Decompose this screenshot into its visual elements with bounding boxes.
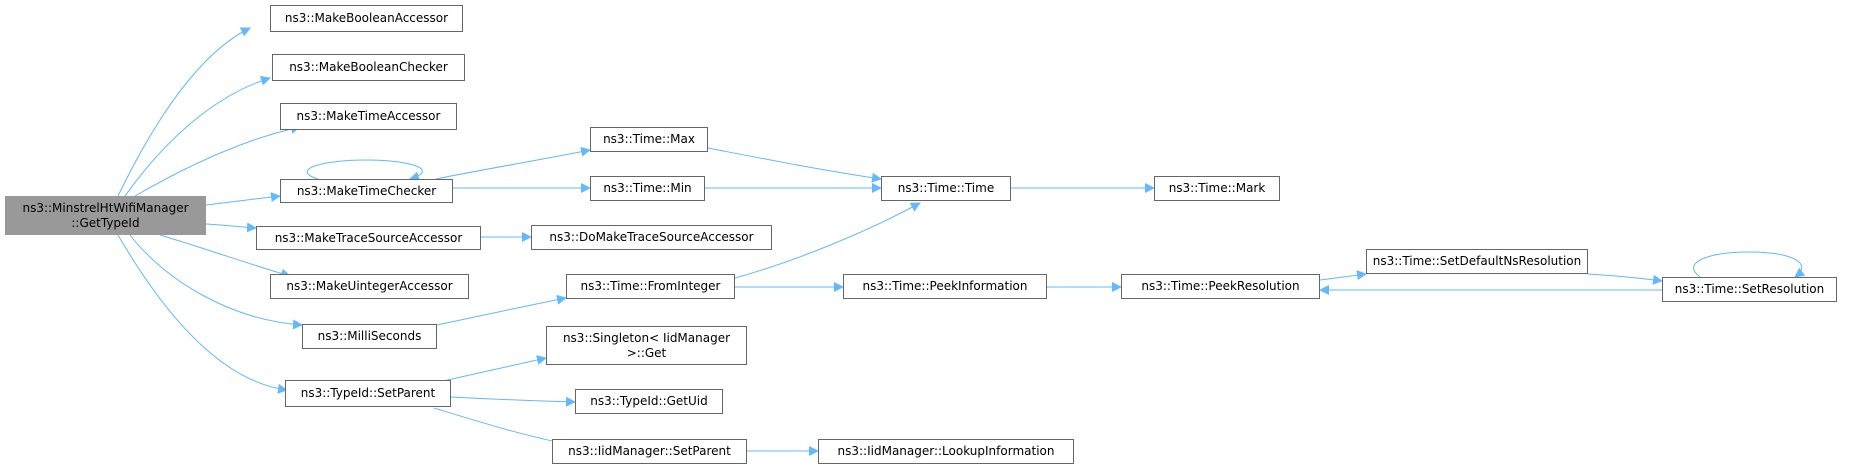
edge-time-set-resolution-self-loop	[1693, 251, 1806, 278]
node-make-time-checker[interactable]: ns3::MakeTimeChecker	[280, 179, 453, 203]
node-time-peek-information[interactable]: ns3::Time::PeekInformation	[843, 274, 1047, 299]
node-label: ns3::Time::SetResolution	[1674, 282, 1825, 296]
node-label: ns3::Time::Time	[897, 181, 995, 195]
node-time-time[interactable]: ns3::Time::Time	[881, 176, 1011, 201]
edge-time-max-to-time-time	[707, 147, 882, 183]
node-label: ns3::Time::Min	[603, 181, 692, 195]
node-typeid-set-parent[interactable]: ns3::TypeId::SetParent	[285, 380, 451, 407]
node-label: ns3::Time::SetDefaultNsResolution	[1372, 254, 1582, 268]
node-make-trace-source-accessor[interactable]: ns3::MakeTraceSourceAccessor	[256, 226, 481, 250]
node-label: ns3::Time::Max	[603, 132, 695, 146]
node-label: ns3::MakeTimeChecker	[296, 183, 437, 198]
node-label-line-2: >::Get	[626, 345, 667, 360]
edge-make-time-checker-to-time-max	[435, 146, 591, 180]
node-time-set-resolution[interactable]: ns3::Time::SetResolution	[1662, 277, 1837, 302]
node-label-line-1: ns3::MinstrelHtWifiManager	[22, 200, 189, 215]
node-label: ns3::Time::Mark	[1168, 181, 1266, 195]
edge-make-time-checker-self-loop	[306, 159, 423, 182]
node-label: ns3::TypeId::GetUid	[590, 394, 708, 408]
node-label: ns3::DoMakeTraceSourceAccessor	[549, 230, 754, 244]
edge-root-to-make-uinteger-accessor	[159, 234, 291, 279]
node-iidmanager-set-parent[interactable]: ns3::IidManager::SetParent	[552, 439, 747, 464]
edge-time-set-default-ns-resolution-to-time-set-resolution	[1587, 273, 1663, 285]
edge-time-peek-resolution-to-time-set-default-ns-resolution	[1319, 270, 1367, 281]
edge-milliseconds-to-time-from-integer	[436, 294, 567, 326]
node-time-max[interactable]: ns3::Time::Max	[590, 127, 708, 152]
node-typeid-get-uid[interactable]: ns3::TypeId::GetUid	[575, 389, 723, 414]
node-do-make-trace-source-accessor[interactable]: ns3::DoMakeTraceSourceAccessor	[531, 225, 772, 250]
node-time-set-default-ns-resolution[interactable]: ns3::Time::SetDefaultNsResolution	[1366, 249, 1588, 274]
node-label: ns3::IidManager::LookupInformation	[837, 444, 1055, 458]
node-label: ns3::IidManager::SetParent	[568, 444, 731, 458]
node-time-min[interactable]: ns3::Time::Min	[590, 176, 705, 201]
node-minstrel-ht-wifi-manager-get-type-id[interactable]: ns3::MinstrelHtWifiManager ::GetTypeId	[5, 196, 206, 235]
node-label: ns3::Time::PeekResolution	[1141, 279, 1300, 293]
edge-root-to-make-trace-source-accessor	[205, 222, 257, 233]
node-label-line-1: ns3::Singleton< IidManager	[562, 330, 731, 345]
node-milliseconds[interactable]: ns3::MilliSeconds	[302, 324, 437, 349]
node-singleton-get[interactable]: ns3::Singleton< IidManager >::Get	[546, 326, 747, 365]
node-label: ns3::MakeTraceSourceAccessor	[274, 230, 463, 245]
node-label: ns3::MilliSeconds	[317, 329, 422, 343]
node-make-boolean-accessor[interactable]: ns3::MakeBooleanAccessor	[270, 5, 463, 32]
edge-root-to-typeid-set-parent	[117, 234, 288, 394]
node-label-line-2: ::GetTypeId	[71, 215, 140, 230]
node-label: ns3::TypeId::SetParent	[300, 386, 436, 400]
node-time-from-integer[interactable]: ns3::Time::FromInteger	[566, 274, 735, 299]
edge-typeid-set-parent-to-typeid-get-uid	[450, 396, 576, 407]
node-label: ns3::MakeTimeAccessor	[296, 109, 441, 123]
node-label: ns3::MakeUintegerAccessor	[286, 279, 453, 293]
node-time-mark[interactable]: ns3::Time::Mark	[1154, 176, 1280, 201]
node-label: ns3::Time::PeekInformation	[862, 279, 1028, 293]
node-make-time-accessor[interactable]: ns3::MakeTimeAccessor	[280, 103, 457, 130]
node-time-peek-resolution[interactable]: ns3::Time::PeekResolution	[1121, 274, 1320, 299]
node-iidmanager-lookup-information[interactable]: ns3::IidManager::LookupInformation	[818, 439, 1074, 464]
node-label: ns3::Time::FromInteger	[580, 279, 721, 293]
edge-root-to-make-time-accessor	[134, 124, 301, 197]
node-make-boolean-checker[interactable]: ns3::MakeBooleanChecker	[272, 54, 465, 81]
edge-root-to-milliseconds	[129, 234, 303, 330]
edge-root-to-make-boolean-accessor	[117, 27, 251, 197]
edge-root-to-make-time-checker	[205, 192, 281, 206]
node-label: ns3::MakeBooleanChecker	[289, 60, 448, 74]
edge-root-to-make-boolean-checker	[124, 75, 271, 197]
node-label: ns3::MakeBooleanAccessor	[284, 11, 449, 25]
node-make-uinteger-accessor[interactable]: ns3::MakeUintegerAccessor	[270, 274, 469, 299]
edge-time-from-integer-to-time-time	[734, 202, 921, 279]
